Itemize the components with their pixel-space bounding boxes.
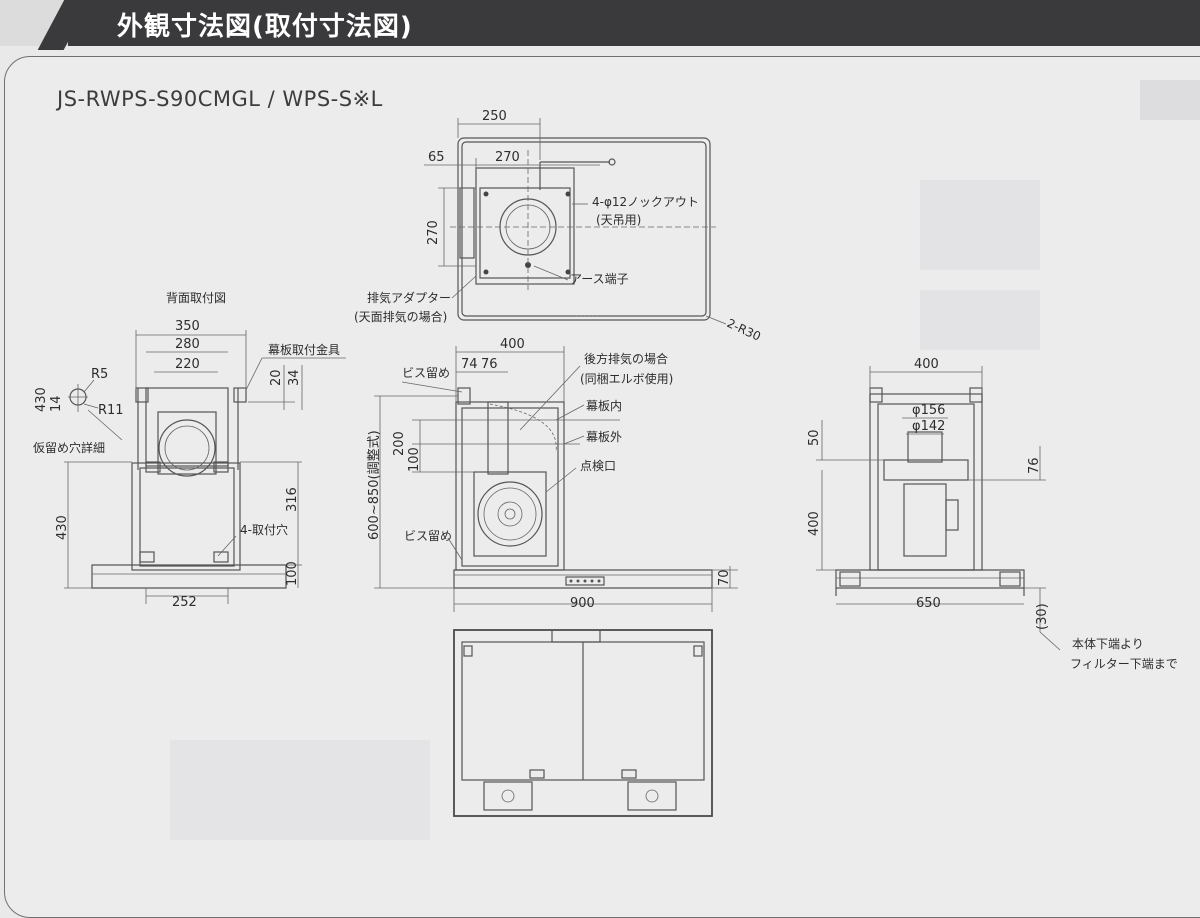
rear-view: 背面取付図 350 280 220 幕板取付金具 20 34 <box>33 291 346 610</box>
side-dim-650: 650 <box>916 596 941 611</box>
side-dim-phi156: φ156 <box>912 403 945 418</box>
label-rear-exhaust-sub: (同梱エルボ使用) <box>580 371 673 386</box>
label-note-line1: 本体下端より <box>1072 637 1144 651</box>
label-exhaust-adapter-sub: (天面排気の場合) <box>354 309 447 324</box>
side-dim-400-vertical: 400 <box>807 511 822 536</box>
side-dim-76: 76 <box>1027 457 1042 474</box>
bottom-view <box>453 629 713 817</box>
rear-dim-252: 252 <box>172 595 197 610</box>
rear-dim-r11: R11 <box>98 403 124 418</box>
rear-dim-20: 20 <box>269 369 284 386</box>
label-outer-panel: 幕板外 <box>586 430 622 444</box>
page-title: 外観寸法図(取付寸法図) <box>117 12 413 42</box>
front-dim-200: 200 <box>392 431 407 456</box>
label-inner-panel: 幕板内 <box>586 399 622 413</box>
show-through-text <box>170 80 1200 840</box>
label-screw-bottom: ビス留め <box>404 529 452 543</box>
front-dim-height: 600~850(調整式) <box>367 430 382 540</box>
front-dim-900: 900 <box>570 596 595 611</box>
front-dim-100: 100 <box>407 447 422 472</box>
label-exhaust-adapter: 排気アダプター <box>367 290 451 305</box>
label-knockout-sub: (天吊用) <box>596 213 641 227</box>
side-dim-phi142: φ142 <box>912 419 945 434</box>
side-view: 400 φ156 φ142 50 76 400 650 (30) 本体下端より … <box>807 357 1178 671</box>
side-dim-50: 50 <box>807 429 822 446</box>
side-dim-400: 400 <box>914 357 939 372</box>
front-dim-76: 76 <box>481 357 498 372</box>
label-temp-hole: 仮留め穴詳細 <box>33 440 105 455</box>
header-band: 外観寸法図(取付寸法図) <box>0 0 1200 50</box>
rear-dim-100: 100 <box>285 561 300 586</box>
model-number: JS-RWPS-S90CMGL / WPS-S※L <box>57 87 383 111</box>
rear-dim-220: 220 <box>175 357 200 372</box>
label-earth-terminal: アース端子 <box>570 272 629 286</box>
dim-65: 65 <box>428 150 445 165</box>
front-dim-400: 400 <box>500 337 525 352</box>
rear-view-title: 背面取付図 <box>166 291 226 305</box>
dim-270-vertical: 270 <box>426 220 441 245</box>
label-knockout: 4-φ12ノックアウト <box>592 195 699 209</box>
front-dim-74: 74 <box>461 357 478 372</box>
rear-dim-316: 316 <box>285 487 300 512</box>
rear-dim-350: 350 <box>175 319 200 334</box>
rear-dim-14: 14 <box>49 395 64 412</box>
dim-270: 270 <box>495 150 520 165</box>
label-screw-top: ビス留め <box>402 366 450 380</box>
label-corner-radius: 2-R30 <box>725 316 763 344</box>
front-view: 400 74 76 ビス留め 200 100 600~850(調整式) ビス留め… <box>367 337 738 612</box>
rear-dim-r5: R5 <box>91 367 108 382</box>
side-dim-30: (30) <box>1035 603 1050 630</box>
label-note-line2: フィルター下端まで <box>1070 657 1178 671</box>
rear-dim-34: 34 <box>287 369 302 386</box>
front-dim-70: 70 <box>717 569 732 586</box>
header-bar <box>68 0 1200 46</box>
label-rear-exhaust: 後方排気の場合 <box>584 351 668 366</box>
label-bracket: 幕板取付金具 <box>268 342 340 357</box>
label-inspection-port: 点検口 <box>580 459 616 473</box>
rear-dim-280: 280 <box>175 337 200 352</box>
label-mount-holes: 4-取付穴 <box>240 522 288 537</box>
rear-dim-430-top: 430 <box>34 387 49 412</box>
dimension-drawing: 250 65 270 270 4-φ12ノックアウト (天吊用) アース端子 排… <box>33 80 1200 840</box>
dim-250: 250 <box>482 109 507 124</box>
top-view: 250 65 270 270 4-φ12ノックアウト (天吊用) アース端子 排… <box>354 109 763 344</box>
rear-dim-430: 430 <box>55 515 70 540</box>
